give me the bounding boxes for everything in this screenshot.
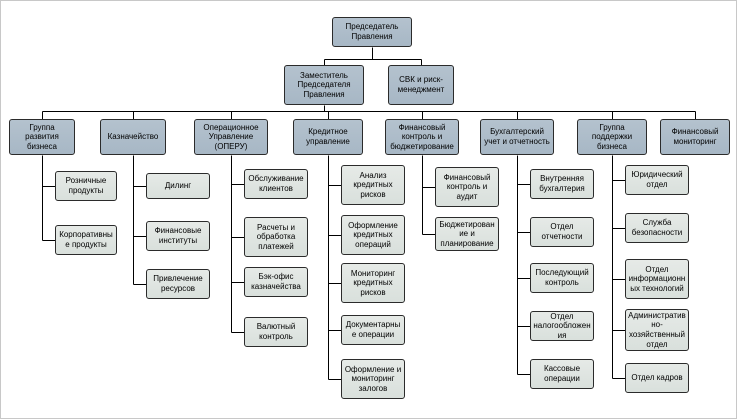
unit-payments-processing: Расчеты и обработка платежей [244, 217, 308, 257]
unit-financial-control-audit: Финансовый контроль и аудит [435, 167, 499, 207]
unit-dealing: Дилинг [146, 173, 210, 199]
unit-currency-control: Валютный контроль [244, 317, 308, 347]
unit-admin-facilities: Административно-хозяйственный отдел [625, 309, 689, 351]
unit-hr: Отдел кадров [625, 363, 689, 393]
unit-corporate-products: Корпоративные продукты [55, 225, 117, 255]
unit-legal: Юридический отдел [625, 165, 689, 195]
unit-subsequent-control: Последующий контроль [530, 263, 594, 293]
unit-credit-operations-processing: Оформление кредитных операций [341, 215, 405, 255]
unit-it: Отдел информационных технологий [625, 259, 689, 299]
unit-internal-accounting: Внутренняя бухгалтерия [530, 169, 594, 199]
unit-cash-operations: Кассовые операции [530, 359, 594, 389]
unit-resource-attraction: Привлечение ресурсов [146, 269, 210, 299]
dept-financial-control: Финансовый контроль и бюджетирование [385, 119, 459, 155]
unit-treasury-back-office: Бэк-офис казначейства [244, 267, 308, 297]
unit-collateral-monitoring: Оформление и мониторинг залогов [341, 359, 405, 399]
unit-documentary-operations: Документарные операции [341, 315, 405, 345]
unit-client-service: Обслуживание клиентов [244, 169, 308, 199]
dept-business-development: Группа развития бизнеса [9, 119, 75, 155]
unit-reporting: Отдел отчетности [530, 217, 594, 247]
dept-financial-monitoring: Финансовый мониторинг [660, 119, 730, 155]
dept-credit: Кредитное управление [293, 119, 363, 155]
node-chairman: Председатель Правления [332, 17, 412, 47]
unit-financial-institutions: Финансовые институты [146, 221, 210, 251]
dept-accounting: Бухгалтерский учет и отчетность [480, 119, 554, 155]
dept-treasury: Казначейство [100, 119, 166, 155]
node-deputy-chairman: Заместитель Председателя Правления [284, 65, 364, 105]
unit-retail-products: Розничные продукты [55, 171, 117, 201]
unit-credit-risk-monitoring: Мониторинг кредитных рисков [341, 263, 405, 303]
unit-credit-risk-analysis: Анализ кредитных рисков [341, 165, 405, 205]
node-risk-management: СВК и риск-менеджмент [388, 65, 454, 105]
dept-business-support: Группа поддержки бизнеса [577, 119, 647, 155]
unit-taxation: Отдел налогообложения [530, 311, 594, 341]
unit-security: Служба безопасности [625, 213, 689, 243]
dept-operations: Операционное Управление (ОПЕРУ) [194, 119, 268, 155]
unit-budgeting-planning: Бюджетирование и планирование [435, 217, 499, 251]
